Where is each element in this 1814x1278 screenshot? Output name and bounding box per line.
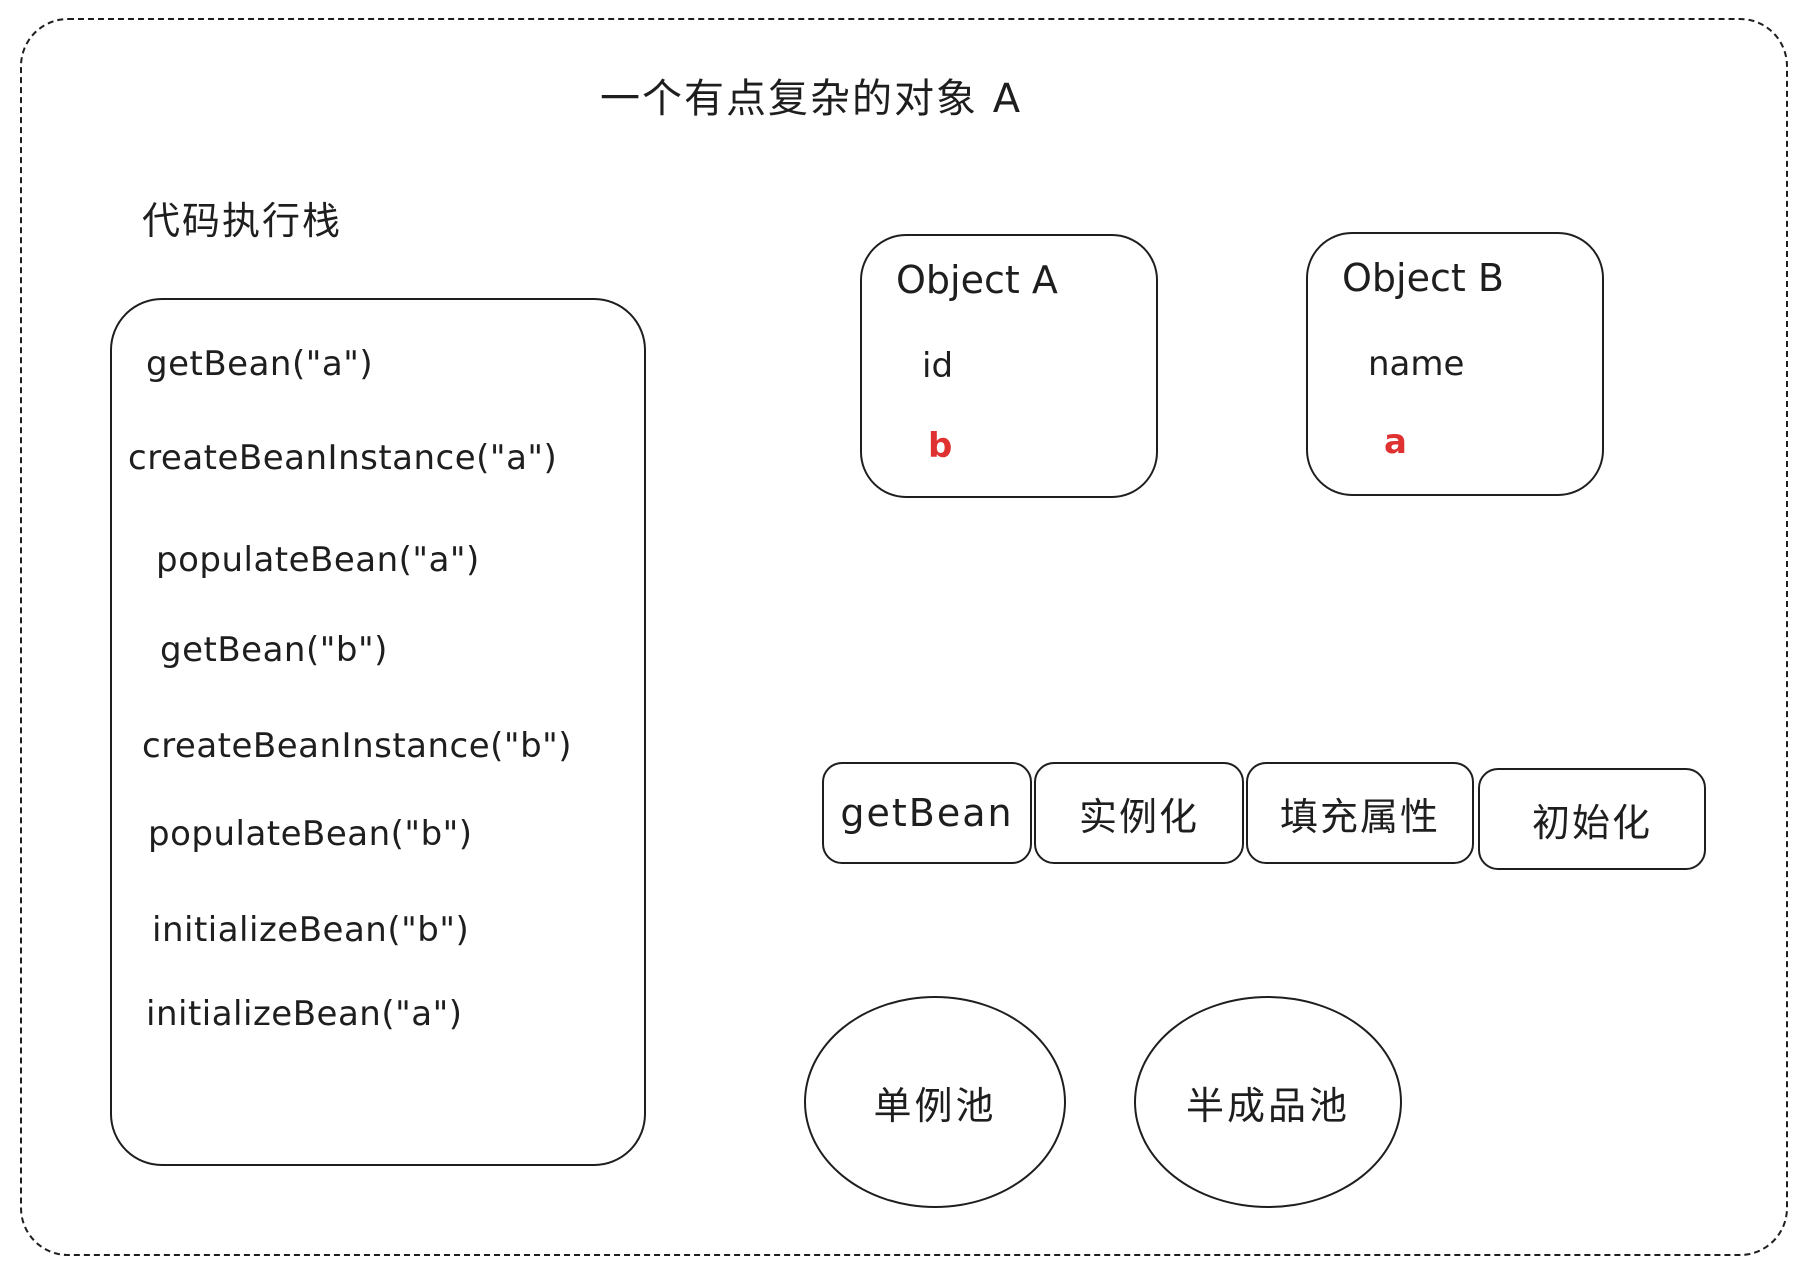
object-b-ref: a <box>1384 422 1407 462</box>
object-b-field: name <box>1368 344 1465 384</box>
step-getbean: getBean <box>822 762 1032 864</box>
object-a-title: Object A <box>896 258 1058 302</box>
diagram-title: 一个有点复杂的对象 A <box>600 76 1023 122</box>
stack-line: populateBean("a") <box>156 540 480 580</box>
object-a-ref: b <box>928 426 953 466</box>
object-b-box: Object B name a <box>1306 232 1604 496</box>
stack-line: createBeanInstance("b") <box>142 726 573 766</box>
step-populate: 填充属性 <box>1246 762 1474 864</box>
stack-line: initializeBean("b") <box>152 910 470 950</box>
object-a-box: Object A id b <box>860 234 1158 498</box>
half-finished-pool: 半成品池 <box>1134 996 1402 1208</box>
outer-dashed-frame <box>20 18 1788 1256</box>
object-a-field: id <box>922 346 954 386</box>
stack-line: populateBean("b") <box>148 814 473 854</box>
stack-line: getBean("b") <box>160 630 388 670</box>
stack-line: getBean("a") <box>146 344 374 384</box>
step-initialize: 初始化 <box>1478 768 1706 870</box>
singleton-pool: 单例池 <box>804 996 1066 1208</box>
stack-label: 代码执行栈 <box>142 199 343 243</box>
object-b-title: Object B <box>1342 256 1504 300</box>
step-instantiate: 实例化 <box>1034 762 1244 864</box>
code-stack-box <box>110 298 646 1166</box>
stack-line: createBeanInstance("a") <box>128 438 558 478</box>
stack-line: initializeBean("a") <box>146 994 463 1034</box>
